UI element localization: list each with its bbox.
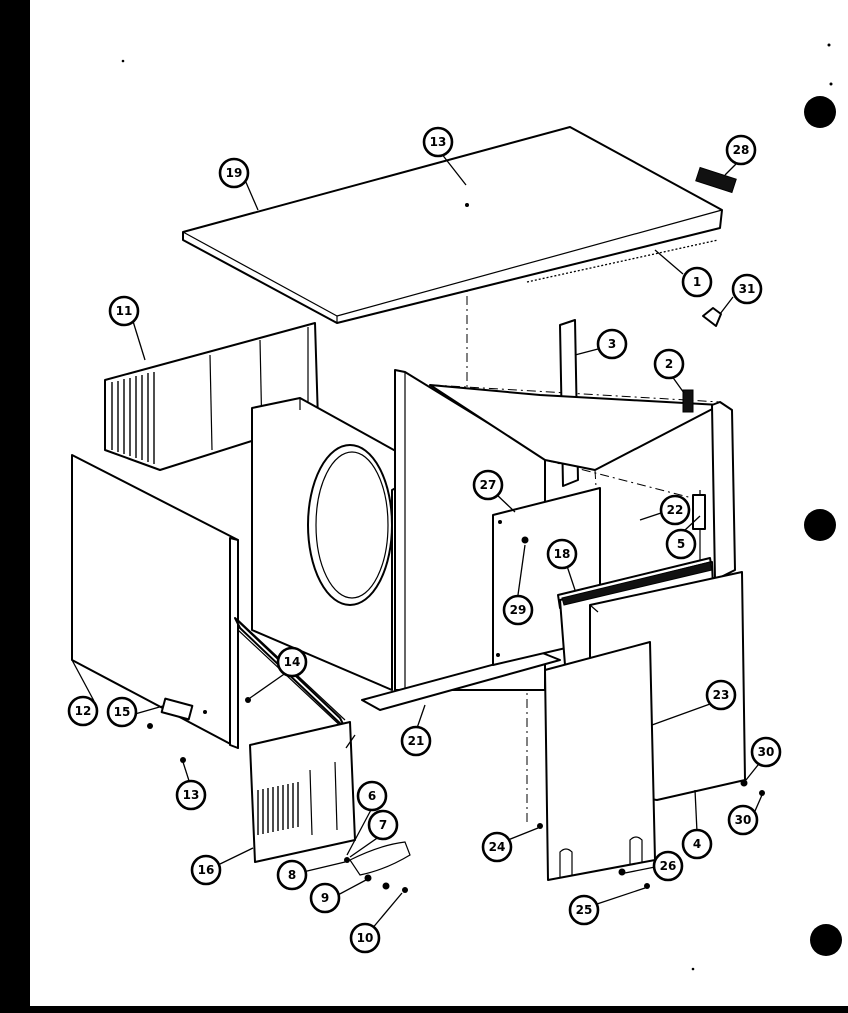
- svg-text:22: 22: [667, 503, 684, 517]
- callout-6: 6: [356, 780, 388, 812]
- svg-text:19: 19: [226, 166, 243, 180]
- svg-text:2: 2: [665, 357, 673, 371]
- svg-text:30: 30: [735, 813, 752, 827]
- svg-text:13: 13: [430, 135, 447, 149]
- svg-text:9: 9: [321, 891, 329, 905]
- callouts: 1 2 3 4 5 6 7 8 9 10 11 12 13 13 14 15 1…: [67, 126, 782, 954]
- svg-text:6: 6: [368, 789, 376, 803]
- callout-21: 21: [400, 725, 432, 757]
- svg-text:11: 11: [116, 304, 133, 318]
- svg-text:24: 24: [489, 840, 506, 854]
- callout-10: 10: [349, 922, 381, 954]
- callout-11: 11: [108, 295, 140, 327]
- svg-text:14: 14: [284, 655, 301, 669]
- svg-text:15: 15: [114, 705, 131, 719]
- callout-30-lower: 30: [727, 804, 759, 836]
- svg-text:16: 16: [198, 863, 215, 877]
- lower-louver-panel: [249, 721, 356, 863]
- callout-23: 23: [705, 679, 737, 711]
- callout-4: 4: [681, 828, 713, 860]
- callout-28: 28: [725, 134, 757, 166]
- svg-text:31: 31: [739, 282, 756, 296]
- callout-31: 31: [731, 273, 763, 305]
- callout-14: 14: [276, 646, 308, 678]
- right-frame: [429, 319, 736, 581]
- svg-text:10: 10: [357, 931, 374, 945]
- access-panel: [544, 641, 656, 881]
- callout-12: 12: [67, 695, 99, 727]
- callout-13-bottom: 13: [175, 779, 207, 811]
- svg-text:13: 13: [183, 788, 200, 802]
- callout-3: 3: [596, 328, 628, 360]
- svg-text:5: 5: [677, 537, 685, 551]
- blower-shroud: [251, 397, 431, 691]
- callout-7: 7: [367, 809, 399, 841]
- page-edge-left: [0, 0, 30, 1013]
- svg-text:18: 18: [554, 547, 571, 561]
- callout-5: 5: [665, 528, 697, 560]
- callout-16: 16: [190, 854, 222, 886]
- callout-9: 9: [309, 882, 341, 914]
- callout-29: 29: [502, 594, 534, 626]
- svg-text:1: 1: [693, 275, 701, 289]
- callout-18: 18: [546, 538, 578, 570]
- svg-text:3: 3: [608, 337, 616, 351]
- svg-text:4: 4: [693, 837, 701, 851]
- callout-1: 1: [681, 266, 713, 298]
- callout-15: 15: [106, 696, 138, 728]
- page-edge-bottom: [0, 1006, 848, 1013]
- registration-marks: [121, 43, 842, 971]
- callout-8: 8: [276, 859, 308, 891]
- svg-text:8: 8: [288, 868, 296, 882]
- svg-text:26: 26: [660, 859, 677, 873]
- svg-text:23: 23: [713, 688, 730, 702]
- top-cover: [182, 126, 723, 324]
- svg-text:27: 27: [480, 478, 497, 492]
- svg-text:28: 28: [733, 143, 750, 157]
- callout-30-upper: 30: [750, 736, 782, 768]
- callout-2: 2: [653, 348, 685, 380]
- svg-text:30: 30: [758, 745, 775, 759]
- hardware: [147, 166, 765, 893]
- callout-13-top: 13: [422, 126, 454, 158]
- callout-25: 25: [568, 894, 600, 926]
- callout-19: 19: [218, 157, 250, 189]
- svg-text:21: 21: [408, 734, 425, 748]
- callout-22: 22: [659, 494, 691, 526]
- svg-text:29: 29: [510, 603, 527, 617]
- callout-26: 26: [652, 850, 684, 882]
- svg-text:12: 12: [75, 704, 92, 718]
- svg-text:25: 25: [576, 903, 593, 917]
- callout-24: 24: [481, 831, 513, 863]
- callout-27: 27: [472, 469, 504, 501]
- svg-text:7: 7: [379, 818, 387, 832]
